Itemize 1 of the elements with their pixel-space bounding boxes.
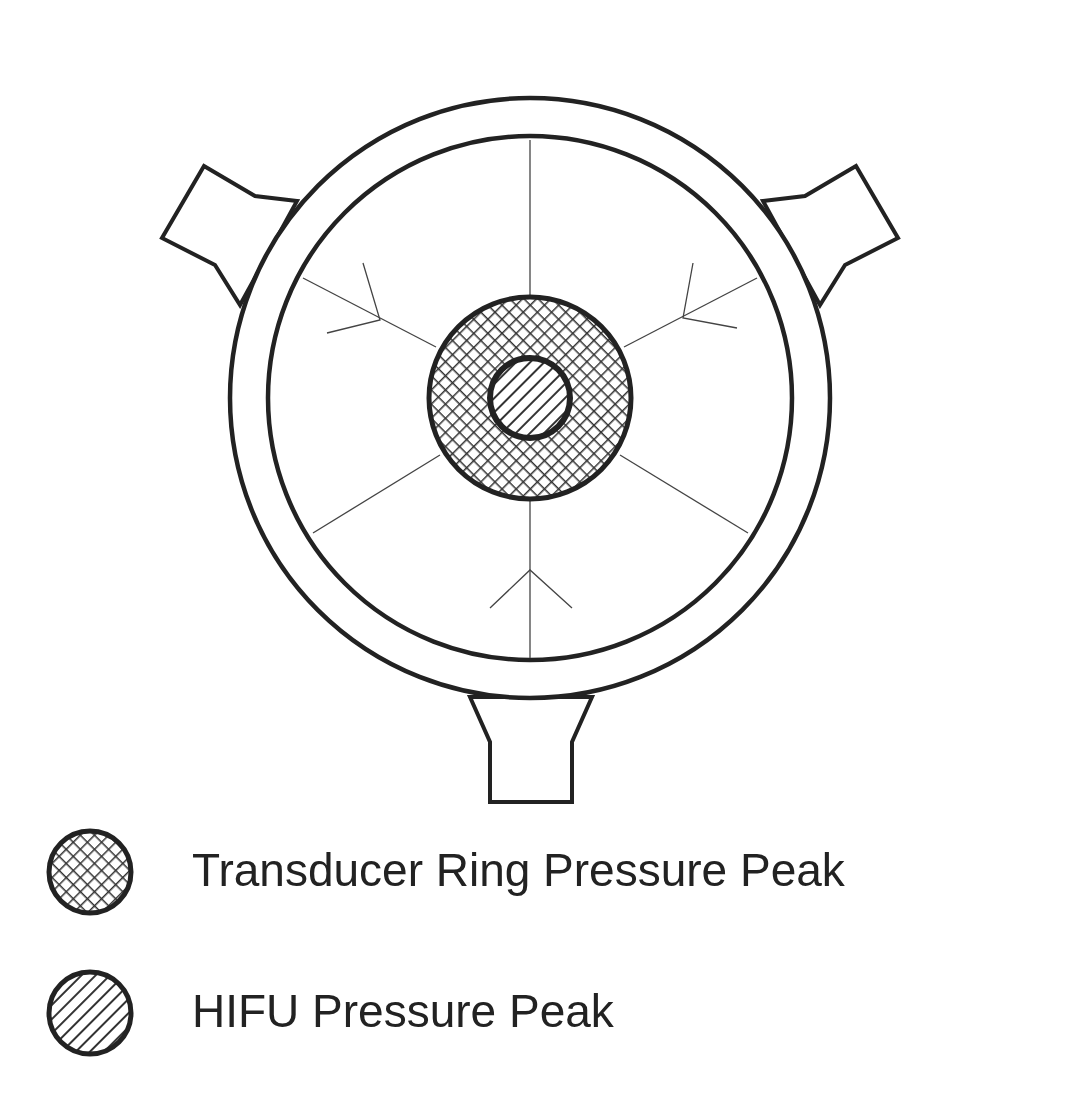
- legend-text: HIFU Pressure Peak: [192, 988, 614, 1034]
